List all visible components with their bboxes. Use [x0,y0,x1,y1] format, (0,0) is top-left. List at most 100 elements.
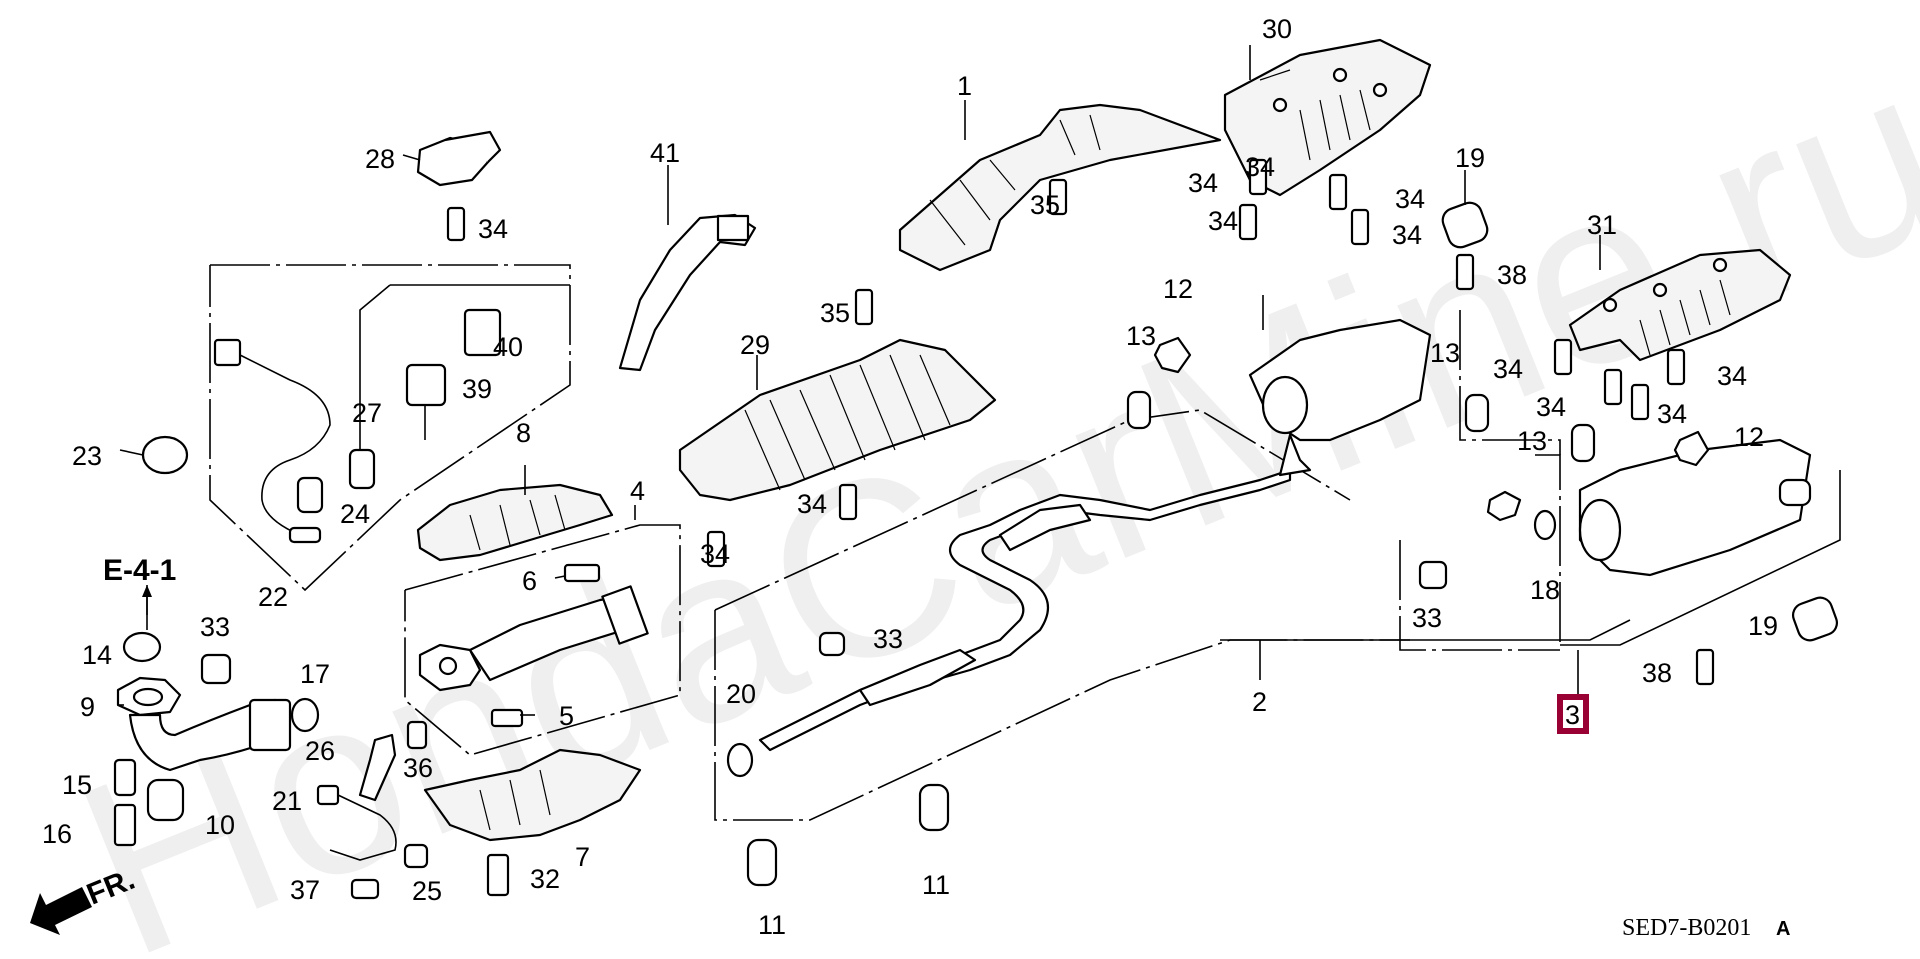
callout-34[interactable]: 34 [1657,399,1687,429]
part-6-bolt[interactable] [563,563,601,583]
callout-39[interactable]: 39 [462,374,492,404]
part-15-spring[interactable] [113,758,137,797]
callout-14[interactable]: 14 [82,640,112,670]
callout-12[interactable]: 12 [1734,422,1764,452]
reference-label[interactable]: E-4-1 [103,554,176,587]
callout-34[interactable]: 34 [1188,168,1218,198]
callout-5[interactable]: 5 [559,701,574,731]
callout-34[interactable]: 34 [1395,184,1425,214]
callout-38[interactable]: 38 [1497,260,1527,290]
callout-19[interactable]: 19 [1748,611,1778,641]
callout-34[interactable]: 34 [1717,361,1747,391]
part-34-bolt[interactable] [838,483,858,521]
callout-17[interactable]: 17 [300,659,330,689]
callout-34[interactable]: 34 [1536,392,1566,422]
callout-35[interactable]: 35 [820,298,850,328]
part-13-rubber-b[interactable] [1464,393,1490,433]
part-22-oxygen-sensor[interactable] [213,338,331,544]
callout-12[interactable]: 12 [1163,274,1193,304]
callout-15[interactable]: 15 [62,770,92,800]
part-11-hanger-a[interactable] [746,838,778,887]
callout-10[interactable]: 10 [205,810,235,840]
callout-26[interactable]: 26 [305,736,335,766]
part-1-heat-shield[interactable] [898,103,1222,272]
callout-34[interactable]: 34 [700,539,730,569]
callout-13[interactable]: 13 [1126,321,1156,351]
part-34-bolt[interactable] [1350,208,1370,246]
callout-8[interactable]: 8 [516,418,531,448]
part-23-grommet[interactable] [141,435,189,475]
callout-28[interactable]: 28 [365,144,395,174]
callout-24[interactable]: 24 [340,499,370,529]
part-35-bolt[interactable] [1048,178,1068,216]
part-33-nut-b[interactable] [818,631,846,657]
part-33-nut-c[interactable] [1418,560,1448,590]
part-38-bolt[interactable] [1455,253,1475,291]
callout-33[interactable]: 33 [873,624,903,654]
callout-6[interactable]: 6 [522,566,537,596]
callout-21[interactable]: 21 [272,786,302,816]
part-34-bolt[interactable] [1630,383,1650,421]
reference-link[interactable]: E-4-1 [103,554,176,630]
part-12-bracket-a[interactable] [1153,336,1192,374]
part-18-gasket[interactable] [1533,509,1557,541]
callout-19[interactable]: 19 [1455,143,1485,173]
part-3-muffler-front[interactable] [1248,318,1432,477]
part-38-bolt[interactable] [1695,648,1715,686]
part-33-nut-a[interactable] [200,653,232,685]
callout-18[interactable]: 18 [1530,575,1560,605]
part-3-tail-pipe-flange[interactable] [1486,490,1522,522]
part-31-heat-shield[interactable] [1568,248,1792,362]
part-39-clip[interactable] [405,363,447,407]
part-9-front-pipe[interactable] [116,676,292,772]
part-8-heat-shield[interactable] [416,483,614,562]
part-41-hanger[interactable] [618,213,757,372]
callout-20[interactable]: 20 [726,679,756,709]
part-37-bolt[interactable] [350,878,380,900]
callout-35[interactable]: 35 [1030,190,1060,220]
callout-13[interactable]: 13 [1430,338,1460,368]
part-34-bolt[interactable] [446,206,466,242]
callout-41[interactable]: 41 [650,138,680,168]
part-4-catalytic-converter[interactable] [418,585,649,692]
part-34-bolt[interactable] [1248,158,1268,196]
callout-29[interactable]: 29 [740,330,770,360]
part-34-bolt[interactable] [1603,368,1623,406]
callout-38[interactable]: 38 [1642,658,1672,688]
part-7-heat-shield[interactable] [423,748,642,842]
callout-25[interactable]: 25 [412,876,442,906]
part-26-bracket[interactable] [358,733,397,802]
part-10-hanger-rubber[interactable] [146,778,185,822]
part-17-gasket[interactable] [290,697,320,733]
callout-32[interactable]: 32 [530,864,560,894]
callout-33[interactable]: 33 [200,612,230,642]
part-19-exhaust-tip-b[interactable] [1790,594,1841,643]
callout-33[interactable]: 33 [1412,603,1442,633]
callout-30[interactable]: 30 [1262,14,1292,44]
part-30-heat-shield[interactable] [1223,38,1432,197]
part-11-hanger-b[interactable] [918,783,950,832]
part-12-bracket-b[interactable] [1673,430,1710,467]
callout-3[interactable]: 3 [1565,700,1580,730]
callout-11[interactable]: 11 [758,910,786,940]
part-34-bolt[interactable] [1553,338,1573,376]
part-35-bolt[interactable] [854,288,874,326]
callout-34[interactable]: 34 [478,214,508,244]
callout-27[interactable]: 27 [352,398,382,428]
part-20-gasket[interactable] [726,742,754,778]
part-34-bolt[interactable] [1328,173,1348,211]
callout-22[interactable]: 22 [258,582,288,612]
part-27-clip[interactable] [348,448,376,490]
callout-34[interactable]: 34 [1208,206,1238,236]
callout-31[interactable]: 31 [1587,210,1617,240]
callout-11[interactable]: 11 [922,870,950,900]
part-24-clip[interactable] [296,476,324,514]
part-32-bolt[interactable] [486,853,510,897]
callout-40[interactable]: 40 [493,332,523,362]
callout-37[interactable]: 37 [290,875,320,905]
part-19-exhaust-tip-a[interactable] [1439,199,1490,250]
callout-34[interactable]: 34 [1493,354,1523,384]
part-29-heat-shield[interactable] [678,338,997,502]
callout-23[interactable]: 23 [72,441,102,471]
part-21-oxygen-sensor[interactable] [316,784,397,861]
